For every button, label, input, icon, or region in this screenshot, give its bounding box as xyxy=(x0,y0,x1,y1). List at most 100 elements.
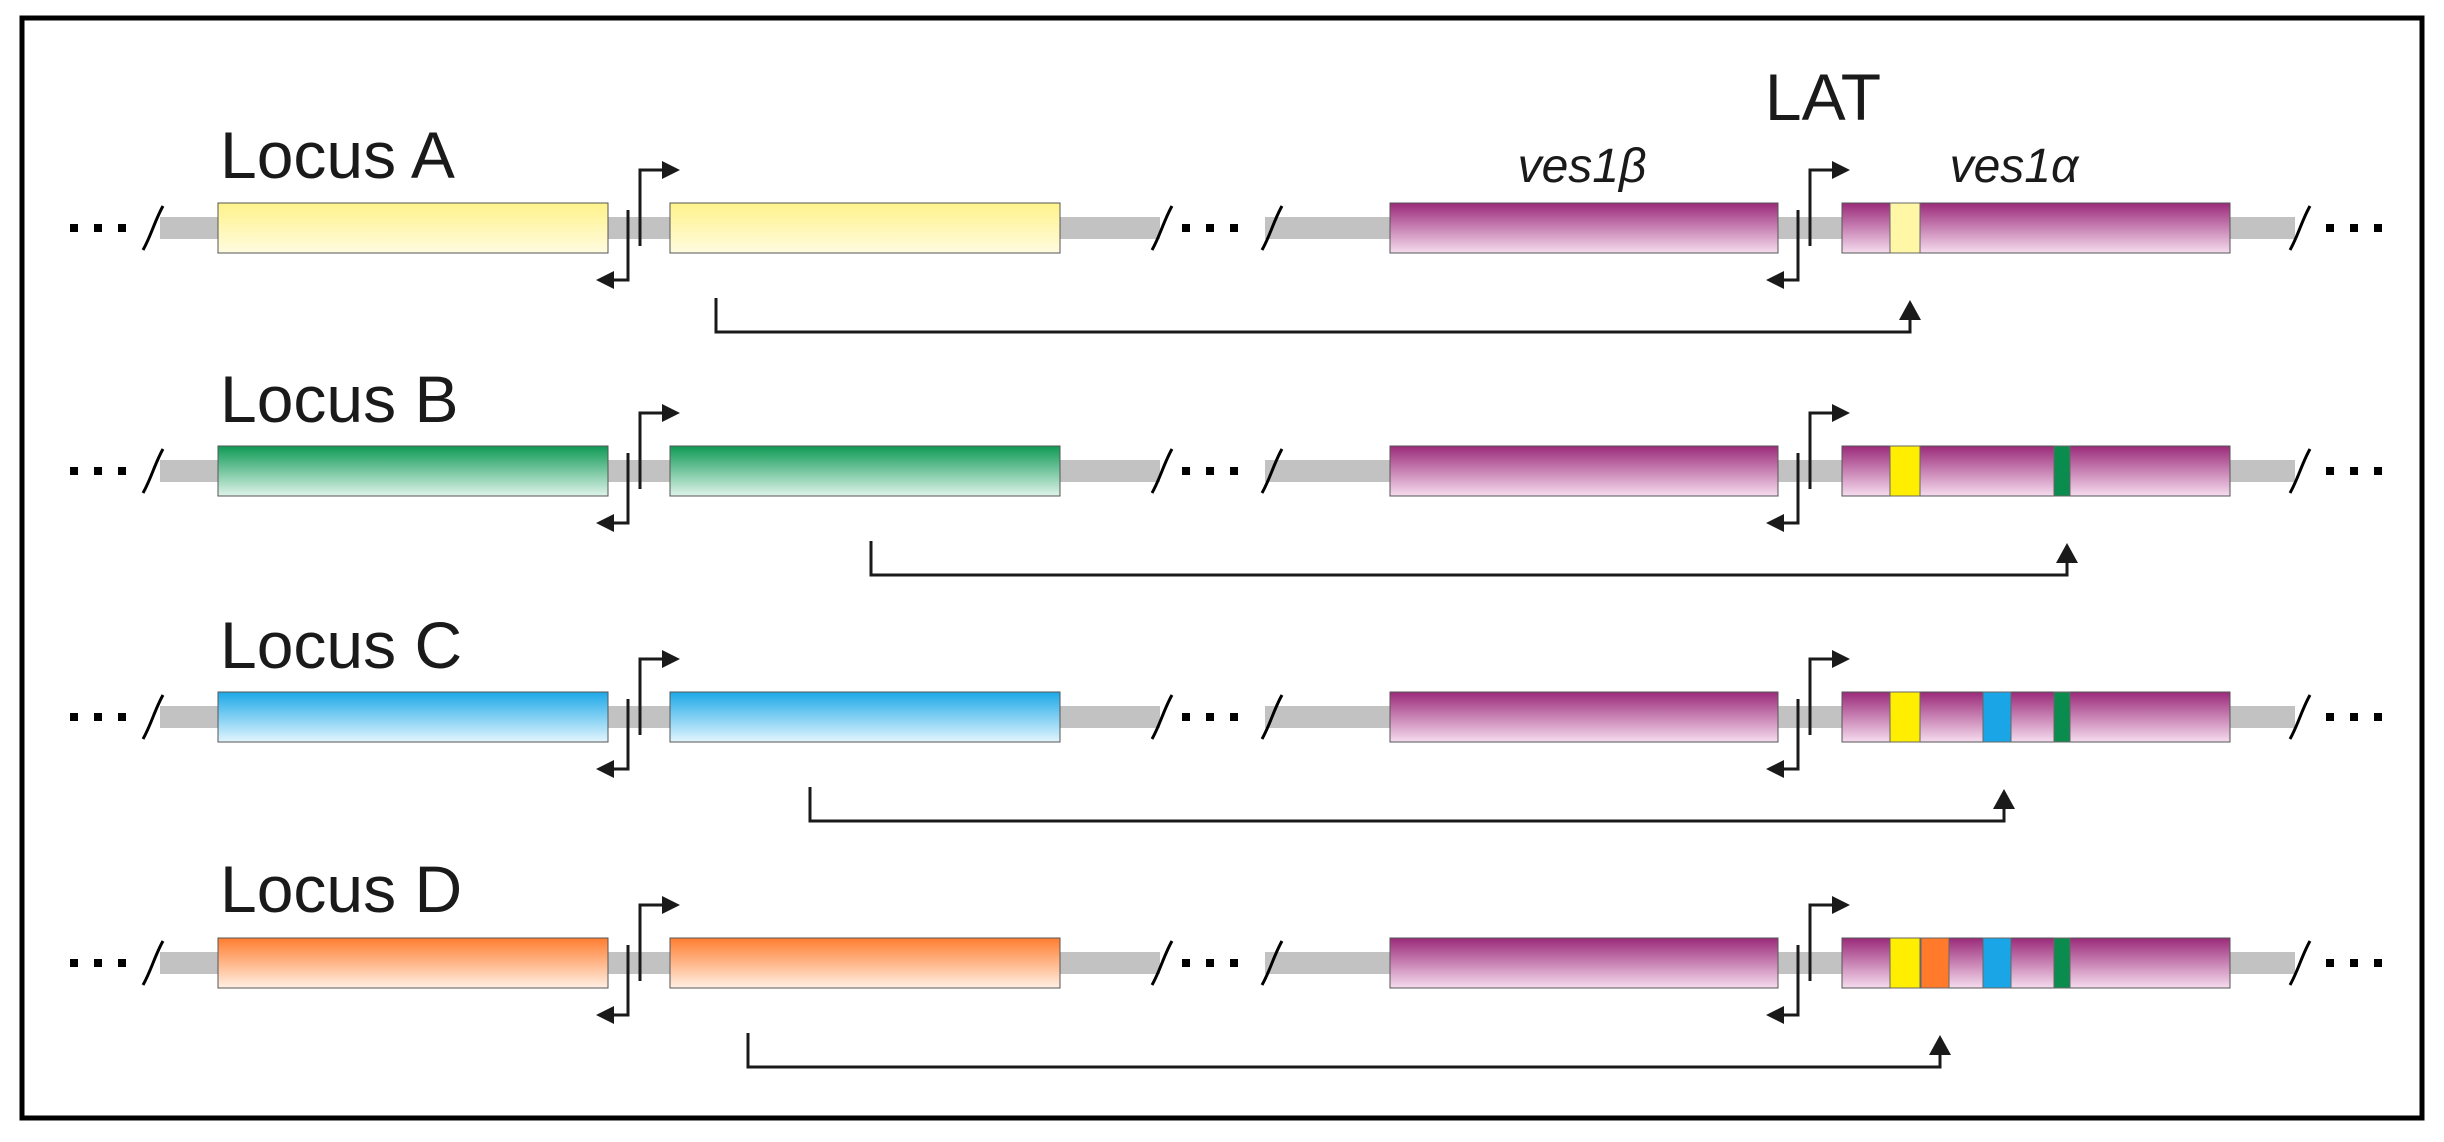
promoter-arrows-right xyxy=(1778,453,1800,525)
locus-label: Locus A xyxy=(220,118,455,192)
locus-label: Locus D xyxy=(220,852,462,926)
break-mark xyxy=(1150,205,1174,251)
recombination-arrowhead xyxy=(1899,300,1921,320)
promoter-arrows-right-head xyxy=(1832,404,1850,422)
promoter-arrows-right xyxy=(1808,903,1838,981)
ellipsis-right-dot xyxy=(2350,959,2358,967)
ellipsis-left-dot xyxy=(94,224,102,232)
ellipsis-middle-dot xyxy=(1230,467,1238,475)
break-mark xyxy=(141,448,165,494)
promoter-arrows-right xyxy=(1778,945,1800,1017)
ellipsis-left-dot xyxy=(70,224,78,232)
gene-right xyxy=(669,445,1061,497)
locus-d: Locus D xyxy=(160,852,2295,1069)
break-mark xyxy=(1260,694,1284,740)
break-mark xyxy=(2288,940,2312,986)
promoter-arrows-right-head xyxy=(1766,514,1784,532)
promoter-arrows-left xyxy=(608,453,630,525)
ellipsis-left-dot xyxy=(94,467,102,475)
promoter-arrows-left-head xyxy=(662,161,680,179)
ellipsis-left-dot xyxy=(70,713,78,721)
ellipsis-middle-dot xyxy=(1206,467,1214,475)
promoter-arrows-left xyxy=(638,168,668,246)
ellipsis-left-dot xyxy=(94,713,102,721)
promoter-arrows-right-head xyxy=(1832,896,1850,914)
locus-label: Locus C xyxy=(220,608,462,682)
ellipsis-middle-dot xyxy=(1230,224,1238,232)
lat-title: LAT xyxy=(1765,60,1881,134)
gene-left xyxy=(217,691,609,743)
break-mark xyxy=(1150,694,1174,740)
loci-layer: Locus A Locus B Locus C Locus D xyxy=(70,118,2382,1069)
promoter-arrows-left-head xyxy=(596,271,614,289)
promoter-arrows-right xyxy=(1808,411,1838,489)
locus-label: Locus B xyxy=(220,362,458,436)
ellipsis-right-dot xyxy=(2350,713,2358,721)
recombination-arrowhead xyxy=(1993,789,2015,809)
ves1-alpha-label: ves1α xyxy=(1950,140,2080,193)
ellipsis-middle-dot xyxy=(1182,224,1190,232)
recombination-bracket xyxy=(808,787,2006,823)
insert-orange xyxy=(1920,937,1950,989)
promoter-arrows-right-head xyxy=(1766,271,1784,289)
insert-yellow xyxy=(1889,445,1921,497)
recombination-arrowhead xyxy=(1929,1035,1951,1055)
locus-c: Locus C xyxy=(160,608,2295,823)
break-mark xyxy=(2288,205,2312,251)
locus-a: Locus A xyxy=(160,118,2295,334)
insert-blue xyxy=(1982,937,2012,989)
promoter-arrows-right xyxy=(1808,168,1838,246)
ellipsis-right-dot xyxy=(2350,224,2358,232)
ellipsis-middle-dot xyxy=(1206,959,1214,967)
promoter-arrows-right xyxy=(1778,210,1800,282)
locus-b: Locus B xyxy=(160,362,2295,577)
insert-green xyxy=(2053,445,2071,497)
ellipsis-middle-dot xyxy=(1182,713,1190,721)
break-mark xyxy=(2288,694,2312,740)
promoter-arrows-left-head xyxy=(596,760,614,778)
ellipsis-left-dot xyxy=(70,959,78,967)
ellipsis-right-dot xyxy=(2326,224,2334,232)
ellipsis-left-dot xyxy=(118,224,126,232)
ves1-beta-gene xyxy=(1389,445,1779,497)
ellipsis-left-dot xyxy=(94,959,102,967)
break-mark xyxy=(141,694,165,740)
ellipsis-middle-dot xyxy=(1206,224,1214,232)
promoter-arrows-left xyxy=(608,945,630,1017)
recombination-bracket xyxy=(869,541,2069,577)
gene-right xyxy=(669,691,1061,743)
break-mark xyxy=(141,940,165,986)
ellipsis-left-dot xyxy=(118,713,126,721)
insert-pale_yellow xyxy=(1889,202,1921,254)
promoter-arrows-right xyxy=(1778,699,1800,771)
promoter-arrows-left xyxy=(638,411,668,489)
promoter-arrows-right-head xyxy=(1832,650,1850,668)
recombination-arrowhead xyxy=(2056,543,2078,563)
promoter-arrows-left xyxy=(608,210,630,282)
gene-left xyxy=(217,937,609,989)
ellipsis-middle-dot xyxy=(1230,713,1238,721)
ellipsis-right-dot xyxy=(2374,467,2382,475)
recombination-bracket xyxy=(714,298,1912,334)
insert-green xyxy=(2053,937,2071,989)
ellipsis-right-dot xyxy=(2350,467,2358,475)
ellipsis-right-dot xyxy=(2374,713,2382,721)
gene-right xyxy=(669,937,1061,989)
ellipsis-left-dot xyxy=(118,467,126,475)
promoter-arrows-left xyxy=(608,699,630,771)
promoter-arrows-left-head xyxy=(596,514,614,532)
break-mark xyxy=(1260,448,1284,494)
break-mark xyxy=(141,205,165,251)
promoter-arrows-left-head xyxy=(596,1006,614,1024)
insert-yellow xyxy=(1889,691,1921,743)
break-mark xyxy=(1150,448,1174,494)
ellipsis-middle-dot xyxy=(1230,959,1238,967)
insert-blue xyxy=(1982,691,2012,743)
break-mark xyxy=(1260,940,1284,986)
ves1-beta-gene xyxy=(1389,691,1779,743)
break-mark xyxy=(1150,940,1174,986)
ellipsis-left-dot xyxy=(118,959,126,967)
ellipsis-left-dot xyxy=(70,467,78,475)
break-mark xyxy=(1260,205,1284,251)
